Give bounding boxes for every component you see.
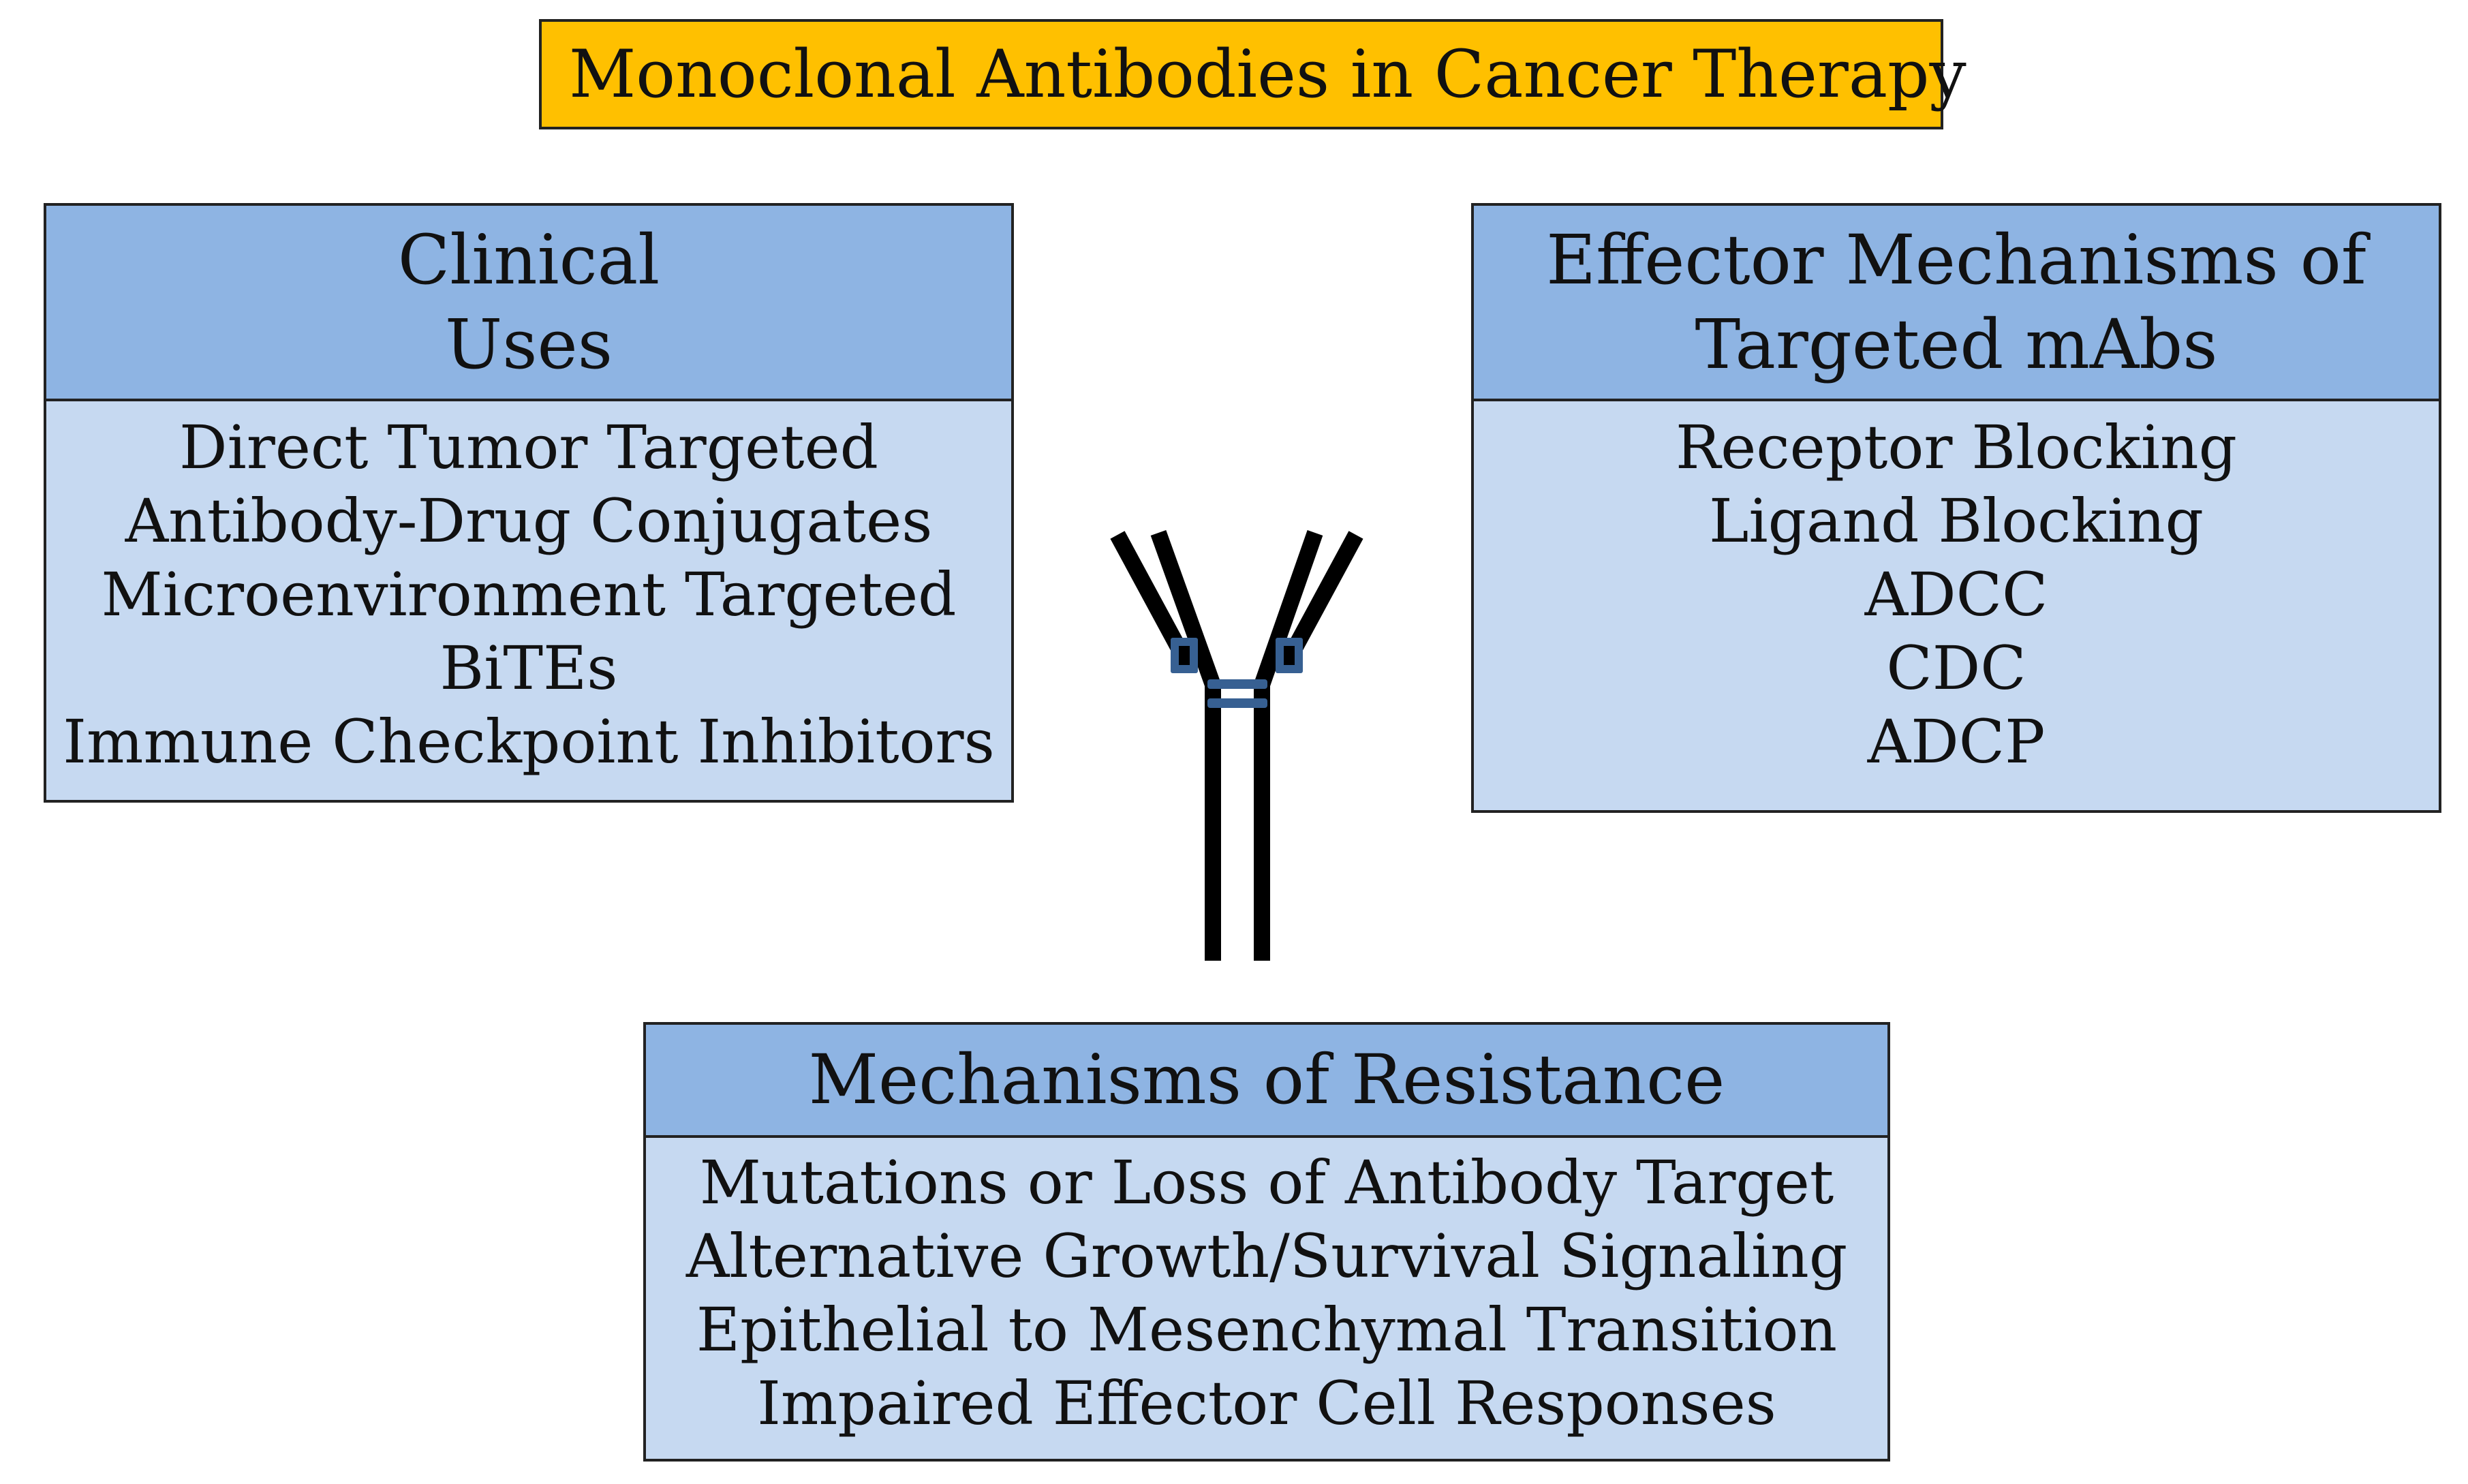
diagram-title-text: Monoclonal Antibodies in Cancer Therapy [569,36,1966,112]
resistance-mechanisms-panel: Mechanisms of Resistance Mutations or Lo… [643,1022,1890,1462]
heavy-chain-arm-left [1150,529,1221,688]
list-item: Receptor Blocking [1676,412,2237,482]
list-item: ADCP [1867,707,2046,777]
antibody-chains [1110,529,1363,961]
disulfide-bond-left-core [1179,646,1190,665]
list-item: BiTEs [439,633,618,703]
effector-mechanisms-header-line: Targeted mAbs [1695,304,2218,384]
effector-mechanisms-list: Receptor Blocking Ligand Blocking ADCC C… [1474,401,2439,810]
list-item: Impaired Effector Cell Responses [757,1368,1776,1438]
heavy-chain-arm-right [1254,530,1323,687]
disulfide-bonds [1171,638,1303,708]
clinical-uses-list: Direct Tumor Targeted Antibody-Drug Conj… [46,401,1011,800]
list-item: Direct Tumor Targeted [179,412,878,482]
resistance-mechanisms-list: Mutations or Loss of Antibody Target Alt… [646,1138,1887,1459]
clinical-uses-header-line: Uses [444,304,613,384]
list-item: Antibody-Drug Conjugates [125,486,933,556]
disulfide-bond-right-core [1284,646,1295,665]
list-item: ADCC [1864,559,2048,630]
hinge-bond-top [1207,679,1267,689]
resistance-mechanisms-header-line: Mechanisms of Resistance [808,1040,1725,1119]
diagram-title: Monoclonal Antibodies in Cancer Therapy [539,19,1966,129]
clinical-uses-panel: Clinical Uses Direct Tumor Targeted Anti… [44,203,1014,803]
list-item: Immune Checkpoint Inhibitors [63,707,995,777]
list-item: Mutations or Loss of Antibody Target [699,1147,1834,1218]
effector-mechanisms-header: Effector Mechanisms of Targeted mAbs [1474,206,2439,401]
list-item: Alternative Growth/Survival Signaling [685,1221,1848,1291]
list-item: Microenvironment Targeted [101,559,957,630]
list-item: CDC [1886,633,2026,703]
clinical-uses-header: Clinical Uses [46,206,1011,401]
antibody-icon [1110,529,1363,961]
effector-mechanisms-header-line: Effector Mechanisms of [1546,219,2366,300]
list-item: Ligand Blocking [1709,486,2204,556]
resistance-mechanisms-header: Mechanisms of Resistance [646,1025,1887,1138]
clinical-uses-header-line: Clinical [397,219,660,300]
effector-mechanisms-panel: Effector Mechanisms of Targeted mAbs Rec… [1471,203,2441,813]
hinge-bond-bottom [1207,698,1267,708]
list-item: Epithelial to Mesenchymal Transition [696,1295,1838,1365]
